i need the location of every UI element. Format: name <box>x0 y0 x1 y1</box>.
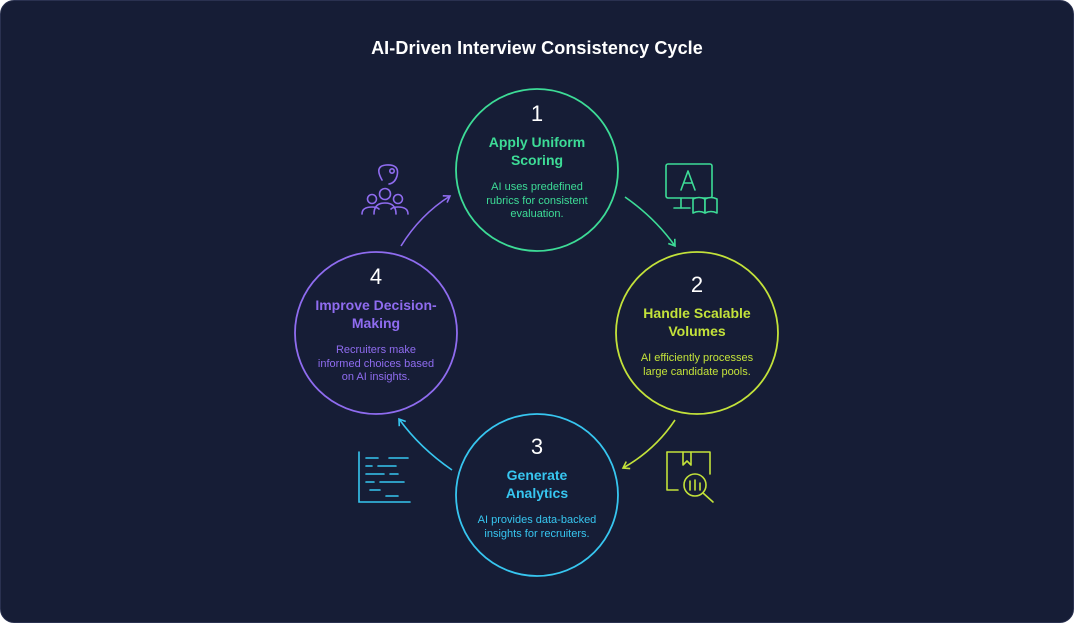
arrow-3-to-4 <box>398 417 453 471</box>
step-4-description: Recruiters make informed choices based o… <box>317 344 435 383</box>
step-4-circle <box>294 251 458 415</box>
step-1-circle <box>455 88 619 252</box>
arrow-1-to-2 <box>624 196 676 248</box>
step-2-circle <box>615 251 779 415</box>
team-question-icon <box>361 164 409 215</box>
step-2-node: 2 Handle Scalable Volumes AI efficiently… <box>617 274 777 379</box>
step-4-node: 4 Improve Decision- Making Recruiters ma… <box>296 266 456 385</box>
step-4-number: 4 <box>369 264 383 289</box>
step-1-description: AI uses predefined rubrics for consisten… <box>486 181 588 220</box>
step-2-number: 2 <box>690 272 704 297</box>
step-2-title: Handle Scalable Volumes <box>643 305 751 339</box>
data-lines-icon <box>358 451 411 503</box>
step-2-description: AI efficiently processes large candidate… <box>640 352 754 378</box>
diagram-title: AI-Driven Interview Consistency Cycle <box>371 38 703 58</box>
step-3-number: 3 <box>530 434 544 459</box>
arrow-4-to-1 <box>400 195 452 247</box>
step-3-title: Generate Analytics <box>505 467 569 501</box>
monitor-book-icon <box>665 163 718 214</box>
step-3-description: AI provides data-backed insights for rec… <box>477 514 597 540</box>
bookmark-magnifier-icon <box>666 451 714 503</box>
step-1-title: Apply Uniform Scoring <box>488 134 586 168</box>
step-3-node: 3 Generate Analytics AI provides data-ba… <box>457 436 617 541</box>
step-3-circle <box>455 413 619 577</box>
step-4-title: Improve Decision- Making <box>315 297 437 331</box>
step-1-node: 1 Apply Uniform Scoring AI uses predefin… <box>457 103 617 222</box>
step-1-number: 1 <box>530 101 544 126</box>
arrow-2-to-3 <box>621 419 676 470</box>
